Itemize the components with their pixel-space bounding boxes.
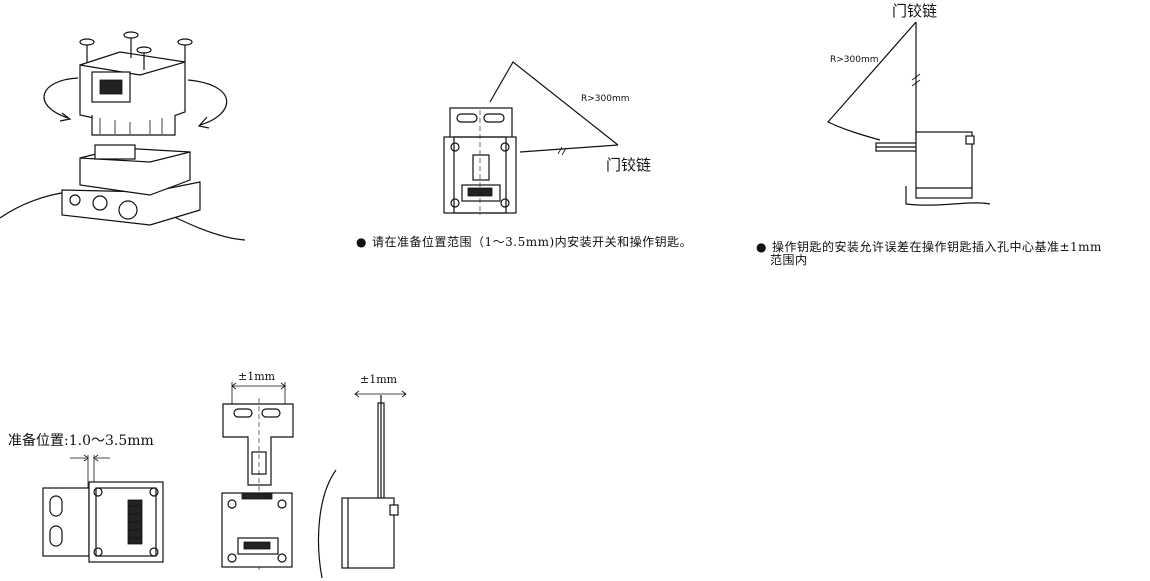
radius-label-side: R>300mm — [830, 55, 879, 65]
tolerance-note: ● 操作钥匙的安装允许误差在操作钥匙插入孔中心基准±1mm — [756, 241, 1102, 254]
bullet-icon: ● — [356, 235, 367, 249]
head-rotation-illustration — [0, 31, 246, 241]
install-range-note: ● 请在准备位置范围（1〜3.5mm)内安装开关和操作钥匙。 — [356, 236, 692, 249]
door-hinge-label-front: 门铰链 — [606, 156, 652, 174]
key-tolerance-side-illustration — [317, 390, 407, 579]
install-range-note-text: 请在准备位置范围（1〜3.5mm)内安装开关和操作钥匙。 — [371, 235, 693, 249]
door-swing-side-illustration — [827, 21, 991, 206]
radius-label-front: R>300mm — [581, 94, 630, 104]
door-hinge-label-side: 门铰链 — [892, 2, 938, 20]
tolerance-note-line1: 操作钥匙的安装允许误差在操作钥匙插入孔中心基准±1mm — [771, 240, 1102, 254]
tolerance-label-side: ±1mm — [360, 373, 398, 386]
tolerance-note-line2: 范围内 — [770, 253, 808, 267]
ready-position-label: 准备位置:1.0〜3.5mm — [8, 433, 154, 449]
tolerance-label-front: ±1mm — [238, 370, 276, 383]
bullet-icon: ● — [756, 240, 767, 254]
ready-position-illustration — [42, 454, 164, 563]
key-tolerance-front-illustration — [221, 382, 294, 570]
door-swing-front-illustration — [443, 61, 619, 215]
